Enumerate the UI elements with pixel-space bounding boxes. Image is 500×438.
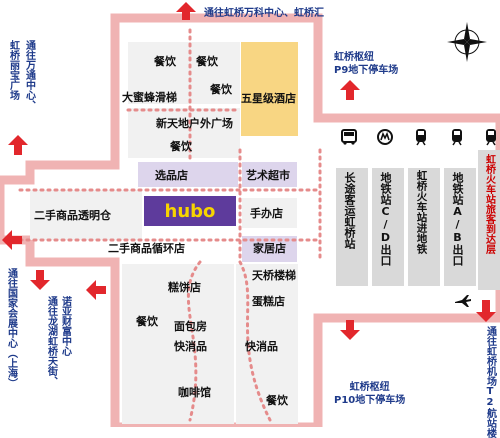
block-art: [242, 162, 297, 187]
block-top-left: [128, 42, 240, 104]
exit-top: 通往虹桥万科中心、虹桥汇: [204, 8, 324, 19]
label-outdoor: 新天地户外广场: [156, 117, 233, 130]
label-canyin-3: 餐饮: [210, 83, 232, 96]
label-xuanpin: 选品店: [155, 169, 188, 182]
exit-left-line1: 通往万通中心、: [23, 40, 35, 110]
label-slide: 大蜜蜂滑梯: [122, 91, 177, 104]
map-canvas: [0, 2, 500, 427]
metro-cd-panel: [372, 168, 404, 286]
hotel-block: [241, 42, 298, 136]
label-fast-2: 快消品: [245, 340, 278, 353]
coach-panel: [336, 168, 368, 286]
hubo-logo: hubo: [144, 196, 236, 226]
block-xuanpin: [138, 162, 238, 187]
block-handmade: [242, 198, 297, 228]
label-metro-cd: 地铁站C/D出口: [379, 172, 392, 266]
label-coffee: 咖啡馆: [178, 386, 211, 399]
label-canyin-5: 餐饮: [136, 315, 158, 328]
label-bakery: 面包房: [174, 320, 207, 333]
exit-bottom-left: 通往国家会展中心（上海）: [5, 268, 17, 388]
arrow-up-top: [176, 2, 196, 20]
exit-p10-line2: P10地下停车场: [334, 394, 406, 406]
airplane-icon: [454, 294, 472, 308]
arrow-up-left: [8, 135, 28, 155]
label-secondhand-cycle: 二手商品循环店: [108, 242, 185, 255]
label-cake-shop: 糕饼店: [168, 281, 201, 294]
label-hotel: 五星级酒店: [241, 92, 296, 105]
label-cake: 蛋糕店: [252, 295, 285, 308]
metro-icon: [376, 128, 394, 146]
exit-p9-line2: P9地下停车场: [334, 64, 399, 76]
arrow-down-t2: [476, 300, 496, 322]
hubo-logo-text: hubo: [164, 200, 216, 222]
label-metro-ab: 地铁站A/B出口: [451, 172, 464, 266]
rail-to-metro-panel: [408, 168, 440, 286]
exit-p9: 虹桥枢纽 P9地下停车场: [334, 52, 398, 77]
block-mid-left: [128, 108, 240, 158]
exit-p10: 虹桥枢纽 P10地下停车场: [334, 382, 405, 407]
block-secondhand: [30, 190, 142, 240]
exit-p10-line1: 虹桥枢纽: [349, 382, 390, 393]
compass-rose-icon: [447, 22, 487, 62]
label-secondhand-warehouse: 二手商品透明仓: [34, 209, 111, 222]
metro-ab-panel: [444, 168, 476, 286]
exit-airport: 通往虹桥机场T2航站楼: [484, 326, 496, 438]
train-icon: [412, 128, 430, 146]
arrow-up-p9: [340, 80, 360, 100]
bus-icon: [340, 128, 358, 146]
label-rail-to-metro: 虹桥火车站进地铁: [415, 170, 428, 254]
label-art: 艺术超市: [246, 169, 290, 182]
block-bottom-left: [122, 264, 234, 424]
label-canyin-4: 餐饮: [170, 140, 192, 153]
label-canyin-1: 餐饮: [154, 55, 176, 68]
arrow-down-p10: [340, 320, 360, 340]
train-icon: [482, 128, 500, 146]
label-coach: 长途客运虹桥站: [343, 172, 356, 249]
exit-bottom-left-2: 通往龙湖虹桥天街、: [45, 296, 57, 386]
label-rail-arrival: 虹桥火车站旅客到达层: [483, 154, 495, 254]
label-home: 家居店: [253, 242, 286, 255]
exit-p9-line1: 虹桥枢纽: [334, 52, 374, 63]
label-handmade: 手办店: [250, 207, 283, 220]
arrow-down-left: [30, 270, 50, 290]
label-canyin-6: 餐饮: [266, 394, 288, 407]
label-fast-1: 快消品: [174, 340, 207, 353]
train-icon: [448, 128, 466, 146]
label-canyin-2: 餐饮: [196, 55, 218, 68]
exit-left-line2: 虹桥丽宝广场: [7, 40, 19, 100]
label-escalator: 天桥楼梯: [252, 269, 296, 282]
arrow-left-mid: [2, 230, 22, 250]
walkway-paths: [18, 28, 322, 422]
exit-arrows: [2, 2, 496, 340]
rail-arrival-panel: [478, 150, 500, 290]
exit-bottom-left-3: 诺亚财富中心: [59, 296, 71, 356]
arrow-left-lower: [86, 280, 106, 300]
